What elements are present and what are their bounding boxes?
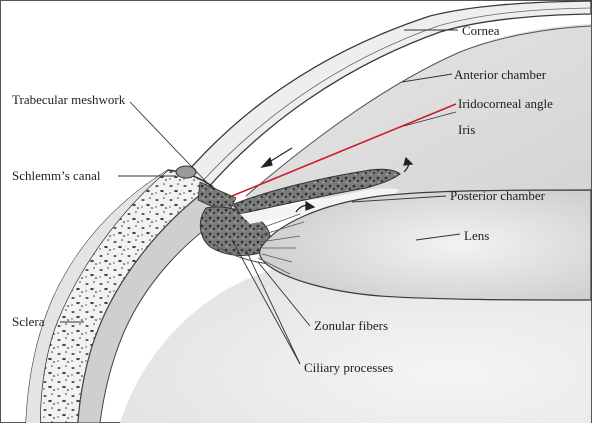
label-iris: Iris xyxy=(458,122,475,137)
label-anterior-chamber: Anterior chamber xyxy=(454,67,547,82)
label-schlemms-canal: Schlemm’s canal xyxy=(12,168,101,183)
label-lens: Lens xyxy=(464,228,489,243)
label-ciliary-processes: Ciliary processes xyxy=(304,360,393,375)
label-iridocorneal-angle: Iridocorneal angle xyxy=(458,96,553,111)
label-zonular-fibers: Zonular fibers xyxy=(314,318,388,333)
label-sclera: Sclera xyxy=(12,314,45,329)
label-posterior-chamber: Posterior chamber xyxy=(450,188,546,203)
label-cornea: Cornea xyxy=(462,23,500,38)
label-trabecular-meshwork: Trabecular meshwork xyxy=(12,92,126,107)
